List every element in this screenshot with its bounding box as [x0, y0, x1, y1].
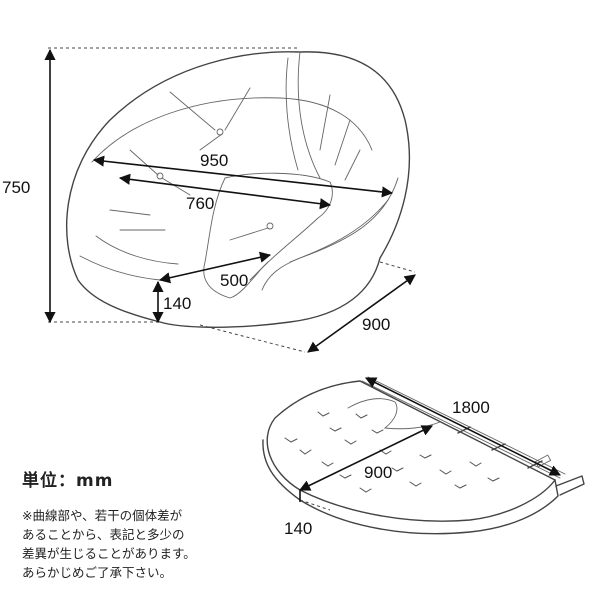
inner-width-arrow [118, 173, 332, 210]
cushion-length-arrow [364, 377, 562, 476]
chair-inner-width-label: 760 [186, 194, 214, 213]
cushion-length-label: 1800 [452, 398, 490, 417]
cushion-dimension-lines [298, 377, 562, 502]
cushion-width-label: 900 [364, 463, 392, 482]
seat-depth-arrow [158, 251, 272, 284]
note-line: ※曲線部や、若干の個体差が [22, 508, 183, 523]
chair-height-label: 750 [2, 178, 30, 197]
cushion-width-arrow [298, 425, 434, 491]
cushion-illustration [262, 376, 585, 535]
chair-outer-width-label: 950 [200, 151, 228, 170]
unit-label: 単位：mm [22, 471, 114, 491]
outer-width-arrow [92, 155, 394, 198]
cushion-thickness-label: 140 [284, 519, 312, 538]
chair-seat-depth-label: 500 [220, 271, 248, 290]
size-disclaimer-note: ※曲線部や、若干の個体差が あることから、表記と多少の 差異が生じることがありま… [22, 506, 272, 582]
chair-depth-label: 900 [362, 315, 390, 334]
chair-dimension-lines [44, 48, 416, 353]
depth-arrow [307, 274, 416, 353]
chair-illustration [48, 47, 416, 353]
note-line: あることから、表記と多少の [22, 527, 185, 542]
note-line: あらかじめご了承下さい。 [22, 565, 173, 580]
chair-seat-height-label: 140 [163, 294, 191, 313]
note-line: 差異が生じることがあります。 [22, 546, 196, 561]
